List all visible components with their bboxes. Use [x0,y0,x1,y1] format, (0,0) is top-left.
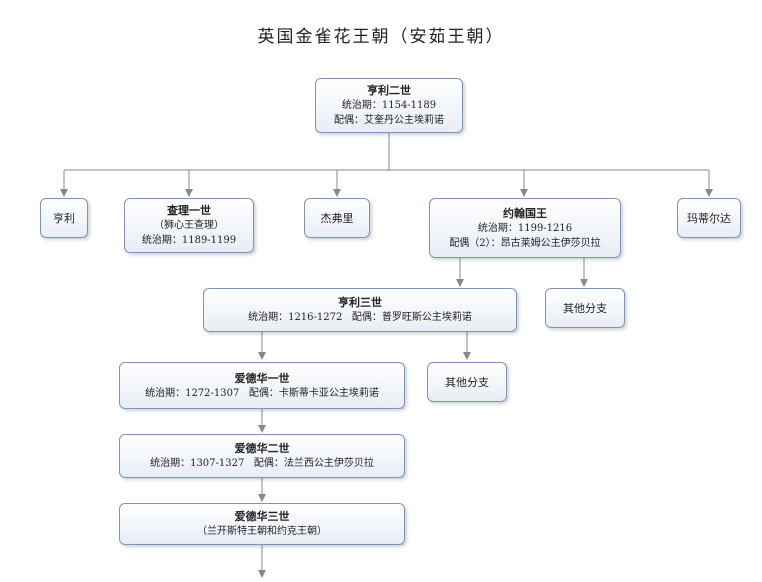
node-edward1-name: 爱德华一世 [234,371,290,385]
node-edward3: 爱德华三世 （兰开斯特王朝和约克王朝） [119,503,405,545]
diagram-title: 英国金雀花王朝（安茹王朝） [257,27,505,47]
node-henry: 亨利 [40,198,88,238]
node-john-name: 约翰国王 [503,206,547,220]
node-geoffrey: 杰弗里 [304,198,370,238]
node-john: 约翰国王 统治期：1199-1216 配偶（2）：昂古莱姆公主伊莎贝拉 [429,198,621,258]
node-other-branch-1-name: 其他分支 [563,301,607,315]
node-richard1: 查理一世 （狮心王查理） 统治期：1189-1199 [124,198,254,253]
node-henry-name: 亨利 [53,211,75,225]
node-henry2-name: 亨利二世 [367,84,411,97]
node-henry2-reign: 统治期：1154-1189 [341,100,437,111]
node-john-spouse: 配偶（2）：昂古莱姆公主伊莎贝拉 [449,237,601,249]
node-henry2-spouse: 配偶：艾奎丹公主埃莉诺 [334,115,444,126]
node-other-branch-2: 其他分支 [427,362,507,402]
node-henry3: 亨利三世 统治期：1216-1272 配偶：普罗旺斯公主埃莉诺 [203,288,517,332]
node-geoffrey-name: 杰弗里 [320,211,354,225]
node-other-branch-2-name: 其他分支 [445,375,489,389]
node-matilda-name: 玛蒂尔达 [687,211,731,225]
node-other-branch-1: 其他分支 [545,288,625,328]
node-henry3-name: 亨利三世 [338,296,382,309]
node-john-reign: 统治期：1199-1216 [477,222,573,234]
node-henry3-reign: 统治期：1216-1272 配偶：普罗旺斯公主埃莉诺 [248,312,472,323]
node-edward2-reign: 统治期：1307-1327 配偶：法兰西公主伊莎贝拉 [150,458,374,469]
node-edward1-reign: 统治期：1272-1307 配偶：卡斯蒂卡亚公主埃莉诺 [145,387,379,399]
node-edward3-name: 爱德华三世 [234,510,290,523]
node-henry2: 亨利二世 统治期：1154-1189 配偶：艾奎丹公主埃莉诺 [315,78,463,133]
node-edward1: 爱德华一世 统治期：1272-1307 配偶：卡斯蒂卡亚公主埃莉诺 [119,362,405,409]
node-edward3-note: （兰开斯特王朝和约克王朝） [197,526,327,537]
node-edward2-name: 爱德华二世 [234,442,290,455]
node-richard1-epithet: （狮心王查理） [154,220,224,231]
node-richard1-reign: 统治期：1189-1199 [141,235,237,246]
node-matilda: 玛蒂尔达 [677,198,741,238]
node-edward2: 爱德华二世 统治期：1307-1327 配偶：法兰西公主伊莎贝拉 [119,434,405,478]
node-richard1-name: 查理一世 [167,204,211,217]
